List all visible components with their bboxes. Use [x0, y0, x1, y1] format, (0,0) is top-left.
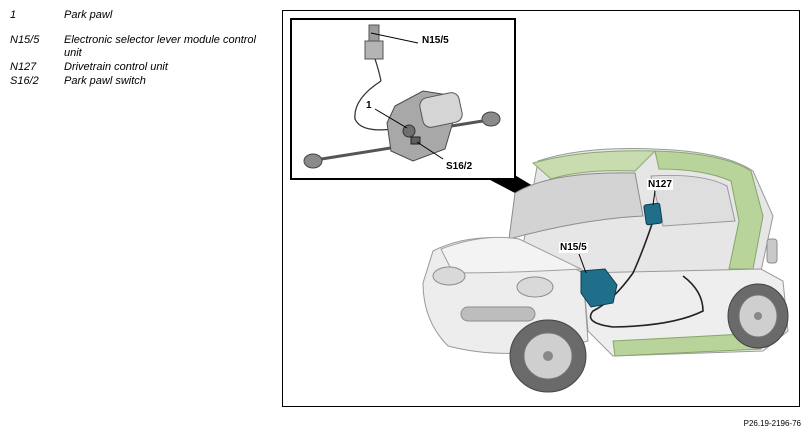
drivetrain-control-unit: [643, 190, 663, 226]
legend-description: Park pawl switch: [64, 75, 146, 87]
callout-n15-5-inset: N15/5: [421, 35, 450, 46]
legend-item: N127 Drivetrain control unit: [10, 61, 280, 75]
wiring-harness: [589, 220, 704, 328]
legend-description: Park pawl: [64, 9, 113, 21]
legend-code: 1: [10, 9, 17, 21]
park-pawl: [402, 124, 416, 138]
legend-description: Electronic selector lever module control…: [64, 34, 256, 59]
figure-id: P26.19-2196-76: [743, 419, 801, 428]
callout-n127: N127: [647, 179, 673, 190]
electric-motor: [419, 92, 463, 128]
figure-frame: N15/5 1 S16/2 N127 N15/5: [282, 10, 800, 407]
legend-code: N15/5: [10, 34, 40, 46]
legend-item: S16/2 Park pawl switch: [10, 75, 280, 89]
park-pawl-switch: [410, 136, 421, 145]
vehicle-illustration: [290, 18, 789, 393]
legend-item: N15/5 Electronic selector lever module c…: [10, 34, 280, 61]
inset-panel: [290, 18, 516, 180]
leader-line: [416, 141, 444, 160]
selector-lever-module: [578, 253, 618, 308]
leader-line: [370, 32, 419, 44]
callout-1-inset: 1: [366, 100, 372, 111]
legend-description: Drivetrain control unit: [64, 61, 168, 73]
selector-cable: [354, 80, 394, 131]
left-drive-shaft: [308, 144, 404, 163]
callout-n15-5: N15/5: [559, 242, 588, 253]
legend-code: S16/2: [10, 75, 39, 87]
leader-line: [374, 108, 408, 129]
callout-s16-2-inset: S16/2: [445, 161, 474, 172]
legend: 1 Park pawl N15/5 Electronic selector le…: [10, 9, 280, 89]
legend-item: 1 Park pawl: [10, 9, 280, 23]
legend-code: N127: [10, 61, 37, 73]
